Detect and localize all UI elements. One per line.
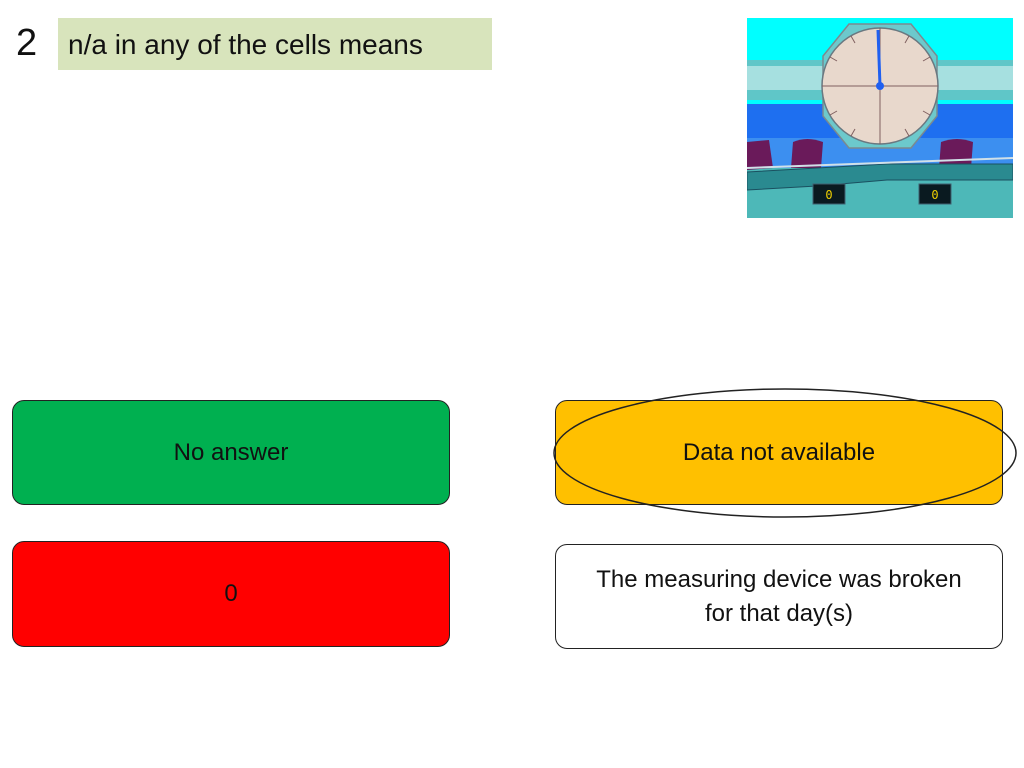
right-score: 0 [931, 188, 938, 202]
answer-option-c-label: 0 [224, 580, 238, 607]
left-score: 0 [825, 188, 832, 202]
answer-option-b-label: Data not available [682, 438, 876, 466]
answer-option-d[interactable]: The measuring device was broken for that… [555, 544, 1003, 649]
answer-option-d-label: The measuring device was broken for that… [596, 565, 962, 627]
quiz-show-scene: 0 0 [747, 18, 1013, 218]
answer-option-b[interactable]: Data not available [555, 400, 1003, 505]
question-text: n/a in any of the cells means [58, 18, 492, 70]
answer-option-a-label: No answer [173, 438, 289, 466]
answer-option-a[interactable]: No answer [12, 400, 450, 505]
clock-icon [821, 23, 939, 149]
answer-option-c[interactable]: 0 [12, 541, 450, 647]
question-number: 2 [16, 22, 38, 64]
